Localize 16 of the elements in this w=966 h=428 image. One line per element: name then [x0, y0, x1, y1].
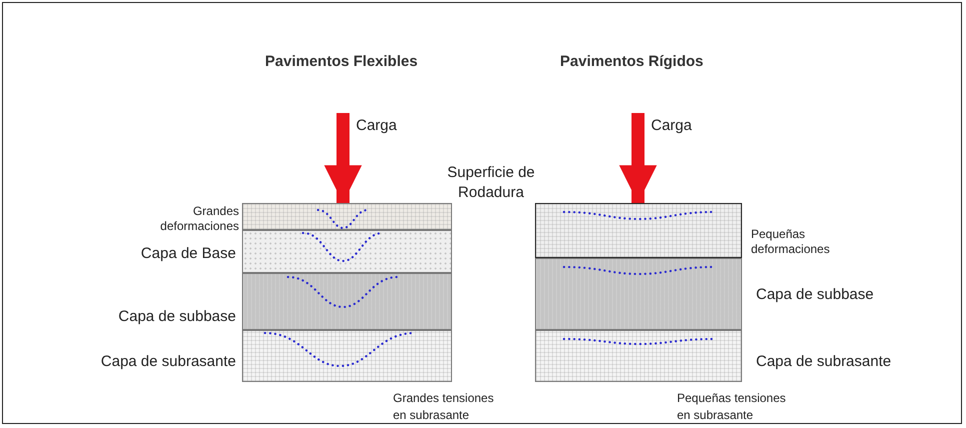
layer-label: Capa de Base — [140, 245, 236, 263]
edge-label: Carga — [651, 117, 692, 134]
stress-note: Pequeñas tensiones en subrasante — [677, 390, 787, 424]
edge-label: Carga — [356, 117, 397, 134]
layer-label: Capa de subrasante — [100, 353, 236, 371]
stress-note: Grandes tensiones en subrasante — [393, 390, 495, 424]
load-arrow — [324, 113, 362, 203]
section-title: Pavimentos Flexibles — [265, 52, 419, 72]
layer-label: Capa de subrasante — [756, 353, 892, 371]
layer-label: Grandes deformaciones — [159, 204, 239, 234]
load-arrow — [619, 113, 657, 203]
surface-label: Superficie de Rodadura — [446, 163, 536, 203]
layer-label: Capa de subbase — [756, 286, 875, 304]
layer-label: Pequeñas deformaciones — [751, 227, 831, 257]
layer-label: Capa de subbase — [117, 308, 236, 326]
section-title: Pavimentos Rígidos — [560, 52, 704, 72]
